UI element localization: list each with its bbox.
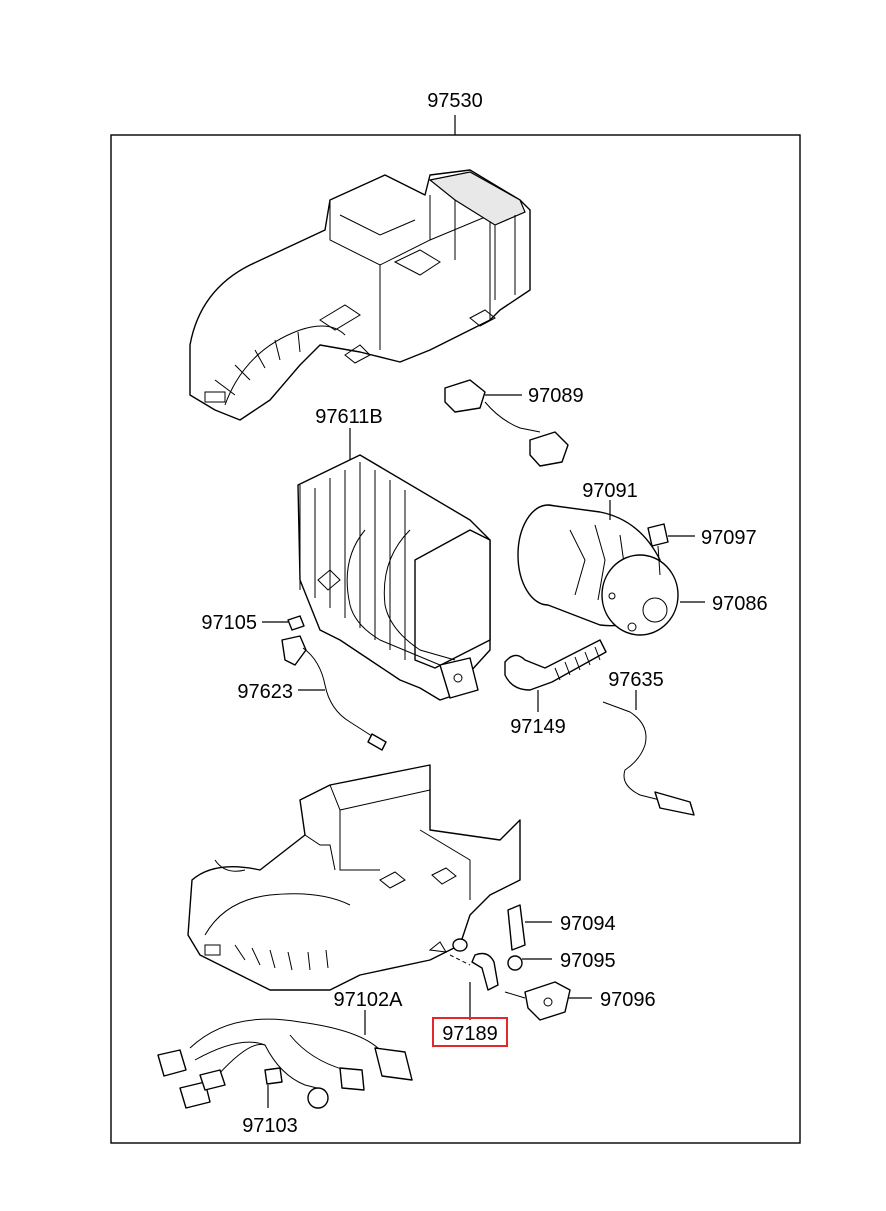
sensor-illustration [281, 635, 387, 751]
lower-case-illustration [187, 764, 521, 991]
temp-sensor-illustration [602, 690, 695, 816]
label-motor-flange: 97086 [712, 593, 768, 615]
clip-illustration [262, 615, 305, 631]
label-relay: 97097 [701, 527, 757, 549]
label-evaporator: 97611B [315, 406, 382, 428]
label-bracket-c: 97096 [600, 989, 656, 1011]
label-duct-hose: 97149 [510, 716, 566, 738]
highlight-box[interactable] [432, 1017, 508, 1047]
duct-hose-illustration [504, 639, 607, 712]
blower-motor-illustration [517, 500, 705, 636]
label-assembly: 97530 [427, 90, 483, 112]
label-harness: 97102A [334, 989, 404, 1011]
harness-illustration [157, 1010, 413, 1109]
label-resistor: 97089 [528, 385, 584, 407]
bracket-a-illustration [507, 904, 552, 951]
label-bracket-a: 97094 [560, 913, 616, 935]
label-temp-sensor: 97635 [608, 669, 664, 691]
resistor-illustration [444, 379, 569, 467]
relay-illustration [647, 523, 695, 576]
label-blower-motor: 97091 [582, 480, 638, 502]
upper-case-illustration [189, 169, 531, 421]
bracket-b-illustration [507, 955, 552, 971]
label-clip: 97105 [201, 612, 257, 634]
label-harness-sub: 97103 [242, 1115, 298, 1137]
label-sensor: 97623 [237, 681, 293, 703]
drain-hose-illustration [428, 938, 499, 1020]
evaporator-illustration [297, 428, 491, 701]
label-drain-hose: 97189 [442, 1023, 498, 1045]
label-bracket-b: 97095 [560, 950, 616, 972]
bracket-c-illustration [504, 981, 592, 1021]
